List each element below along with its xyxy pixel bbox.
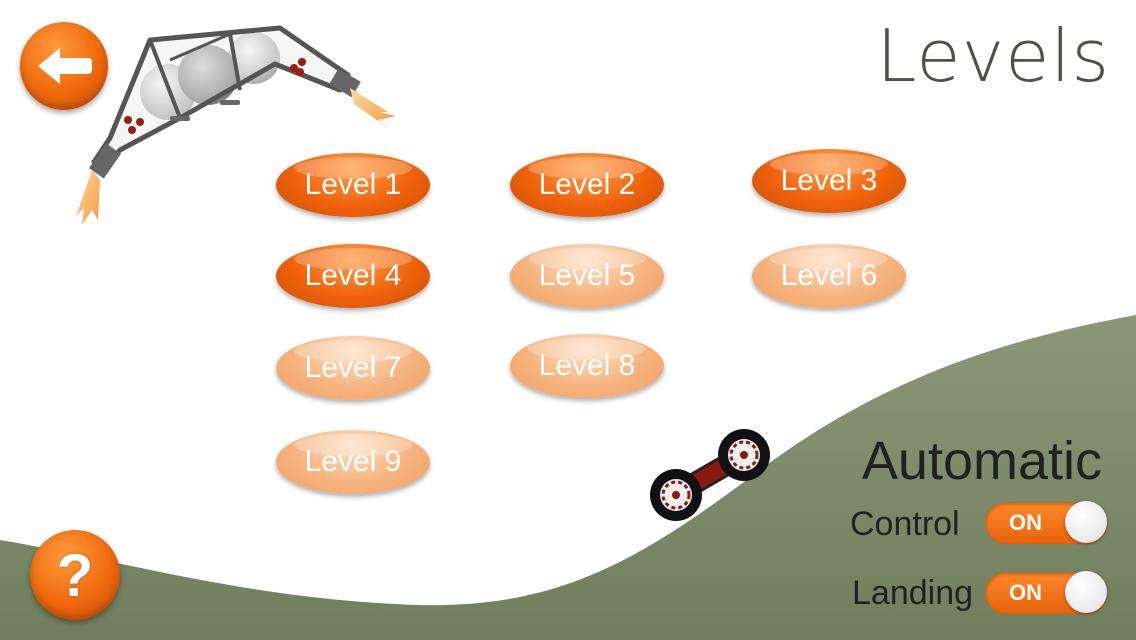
level-9-button[interactable]: Level 9 <box>276 430 430 494</box>
landing-label: Landing <box>852 574 974 612</box>
car-illustration <box>650 429 770 521</box>
page-title: Levels <box>876 14 1110 98</box>
automatic-heading: Automatic <box>861 431 1102 491</box>
help-button[interactable]: ? <box>30 530 120 620</box>
back-button[interactable] <box>20 22 108 110</box>
help-icon: ? <box>56 541 94 609</box>
spaceship-illustration <box>76 25 396 225</box>
control-toggle-state: ON <box>1009 510 1042 535</box>
level-4-button[interactable]: Level 4 <box>276 244 430 308</box>
level-6-button[interactable]: Level 6 <box>752 244 906 308</box>
landing-toggle-state: ON <box>1009 580 1042 605</box>
control-toggle[interactable]: ON <box>985 501 1107 544</box>
level-5-button[interactable]: Level 5 <box>510 244 664 308</box>
control-toggle-knob <box>1065 501 1107 543</box>
level-7-button[interactable]: Level 7 <box>276 336 430 400</box>
wheel-front <box>718 429 770 481</box>
level-3-button[interactable]: Level 3 <box>752 149 906 213</box>
wheel-rear <box>650 469 702 521</box>
level-1-button[interactable]: Level 1 <box>276 153 430 217</box>
arrow-left-icon <box>38 48 92 84</box>
landing-toggle[interactable]: ON <box>985 571 1107 614</box>
level-2-button[interactable]: Level 2 <box>510 153 664 217</box>
control-label: Control <box>850 505 960 543</box>
landing-toggle-knob <box>1065 571 1107 613</box>
level-8-button[interactable]: Level 8 <box>510 334 664 398</box>
